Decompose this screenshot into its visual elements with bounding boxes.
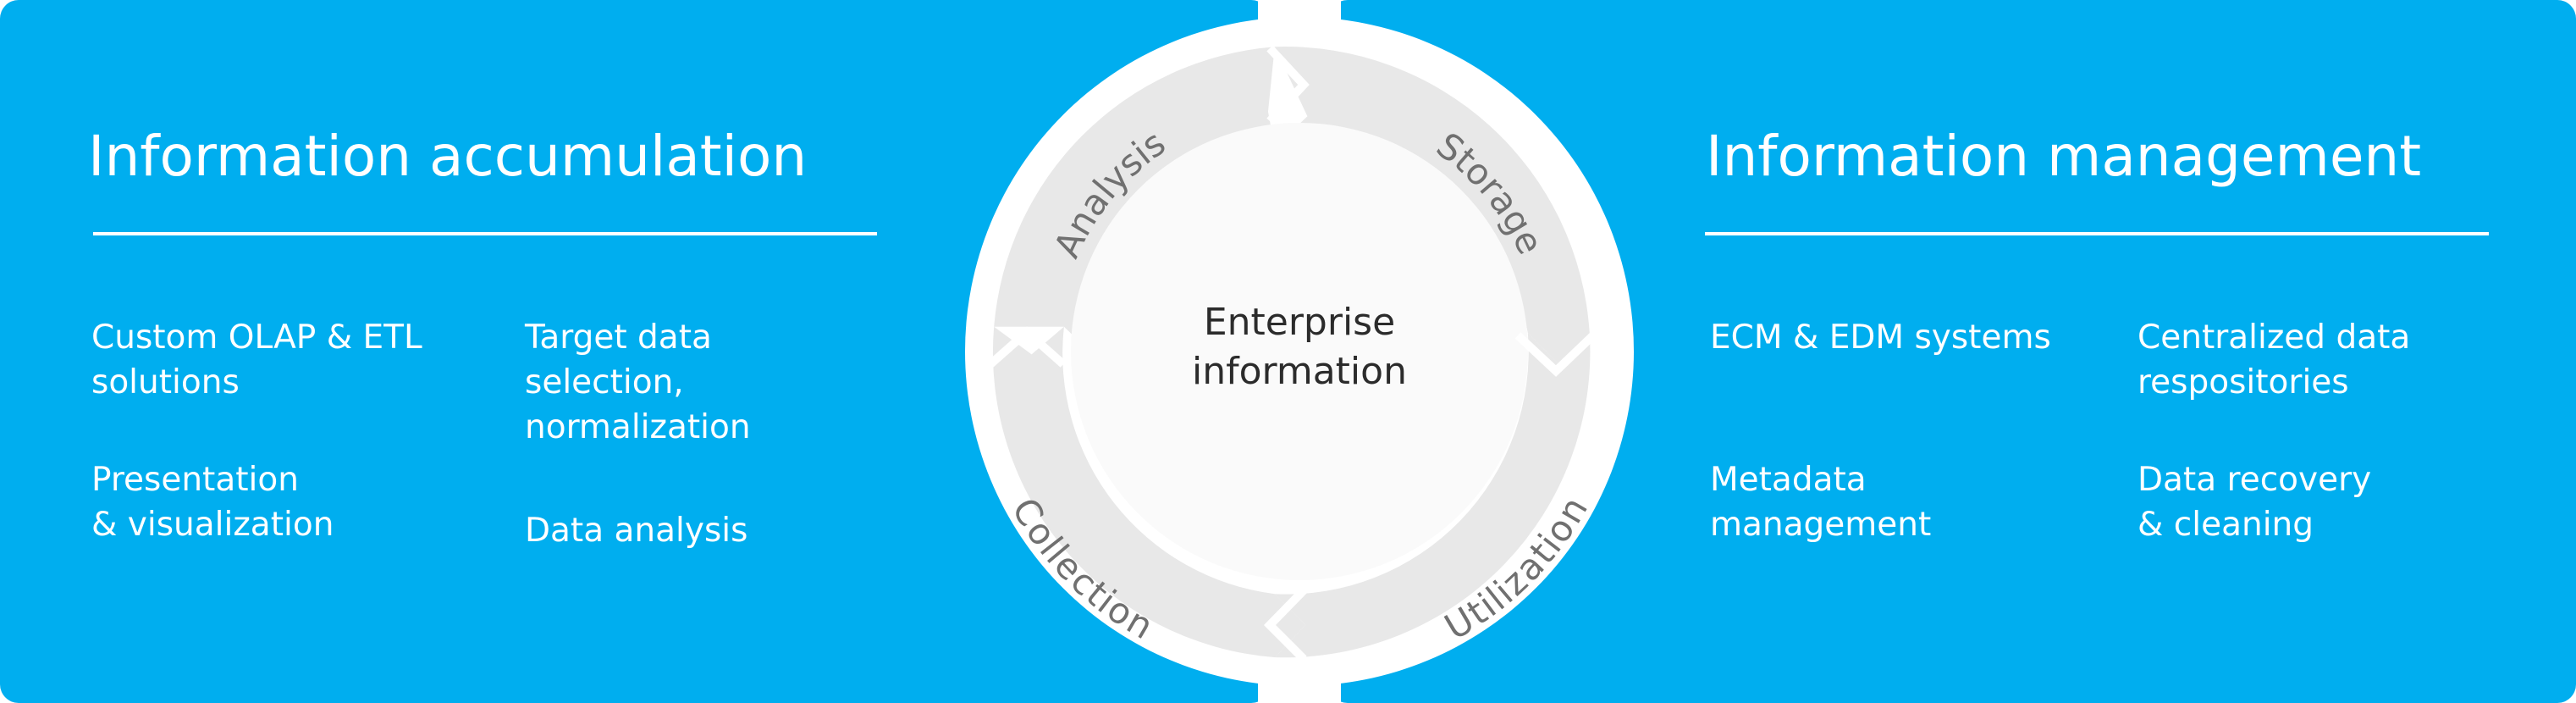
right-panel <box>1329 0 2576 703</box>
right-item-repositories: Centralized data respositories <box>2137 315 2410 405</box>
left-item-olap-etl: Custom OLAP & ETL solutions <box>91 315 422 405</box>
arrow-separator-top <box>1266 45 1310 125</box>
item-line: Target data <box>525 318 712 357</box>
arrow-separator-left <box>987 326 1067 368</box>
item-line: selection, <box>525 363 684 401</box>
item-line: & visualization <box>91 506 334 544</box>
item-line: normalization <box>525 408 751 446</box>
item-line: Presentation <box>91 461 299 499</box>
center-label: Enterprise information <box>1130 298 1469 396</box>
item-line: ECM & EDM systems <box>1710 318 2051 357</box>
center-label-line: information <box>1192 350 1407 393</box>
left-item-data-analysis: Data analysis <box>525 508 747 553</box>
right-item-metadata: Metadata management <box>1710 457 1931 547</box>
center-circle <box>1071 123 1528 580</box>
left-item-target-data: Target data selection, normalization <box>525 315 751 450</box>
left-item-presentation: Presentation & visualization <box>91 457 334 547</box>
right-panel-title: Information management <box>1706 124 2422 189</box>
left-panel-title: Information accumulation <box>88 124 808 189</box>
item-line: Custom OLAP & ETL <box>91 318 422 357</box>
arrow-separator-bottom <box>1263 587 1307 662</box>
center-label-line: Enterprise <box>1203 301 1396 344</box>
storage-segment <box>1274 47 1590 365</box>
item-line: Centralized data <box>2137 318 2411 357</box>
item-line: respositories <box>2137 363 2349 401</box>
item-line: Metadata <box>1710 461 1867 499</box>
item-line: Data analysis <box>525 512 748 550</box>
item-line: solutions <box>91 363 240 401</box>
arrow-separator-right <box>1514 332 1597 377</box>
item-line: Data recovery <box>2137 461 2372 499</box>
right-item-ecm-edm: ECM & EDM systems <box>1710 315 2051 360</box>
item-line: management <box>1710 506 1932 544</box>
right-item-recovery: Data recovery & cleaning <box>2137 457 2371 547</box>
item-line: & cleaning <box>2137 506 2314 544</box>
left-panel <box>0 0 1270 703</box>
